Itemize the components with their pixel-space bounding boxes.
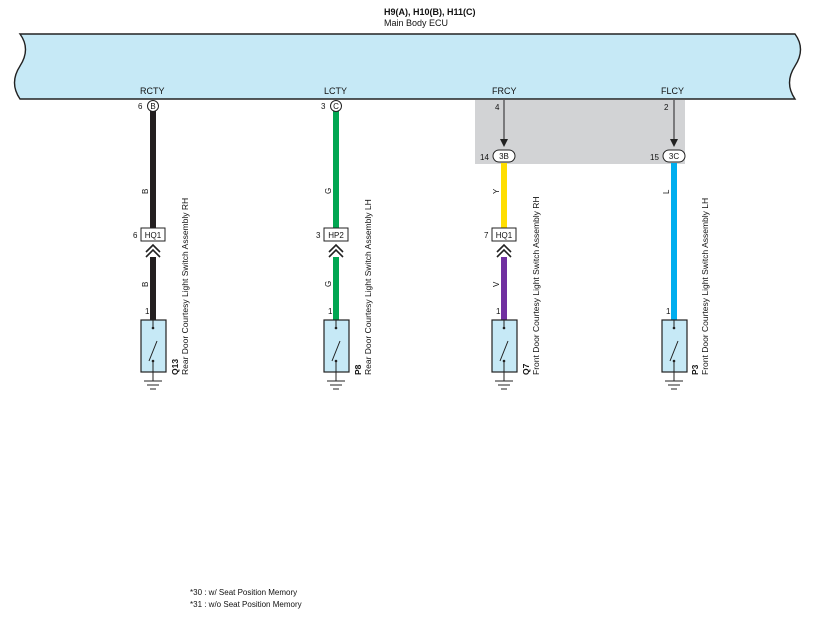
ground-icon: [495, 372, 513, 390]
junction-pin-number: 7: [484, 231, 489, 240]
junction-label: HP2: [328, 231, 344, 240]
switch-name: Rear Door Courtesy Light Switch Assembly…: [363, 199, 373, 375]
shade-connector-label: 3C: [669, 152, 679, 161]
wire-color-upper: L: [662, 189, 671, 194]
circuit-flcy: FLCY 2 15 3C L 1 P3 Front Door Courtesy …: [650, 86, 710, 390]
arrow-down-icon: [500, 139, 508, 147]
ground-icon: [327, 372, 345, 390]
footnote-no-seat-memory: *31 : w/o Seat Position Memory: [190, 600, 302, 609]
switch-contact-icon: [331, 320, 341, 372]
wire-color-lower: G: [324, 281, 333, 287]
switch-pin-number: 1: [666, 307, 671, 316]
ecu-connectors-title: H9(A), H10(B), H11(C): [384, 7, 476, 17]
terminal-label: FRCY: [492, 86, 517, 96]
ecu-connector-circle: [330, 100, 342, 112]
junction-label: HQ1: [145, 231, 162, 240]
circuit-frcy: FRCY 4 14 3B Y 7 HQ1 V 1 Q7 Front Door C…: [480, 86, 541, 390]
terminal-label: FLCY: [661, 86, 684, 96]
ecu-pin-number: 6: [138, 102, 143, 111]
switch-contact-dot: [502, 326, 506, 330]
switch-id: Q7: [521, 363, 531, 375]
arrow-down-icon: [670, 139, 678, 147]
junction-chevron-icon: [496, 243, 512, 258]
switch-contact-icon: [148, 320, 158, 372]
shade-pin-number: 15: [650, 153, 659, 162]
wire-color-lower: V: [492, 281, 501, 287]
switch-contact-dot: [672, 326, 676, 330]
switch-name: Front Door Courtesy Light Switch Assembl…: [700, 198, 710, 375]
shade-pin-number: 14: [480, 153, 489, 162]
circuit-lcty: LCTY 3 C G 3 HP2 G 1 P8 Rear Door Courte…: [316, 86, 373, 390]
switch-id: P3: [690, 364, 700, 375]
junction-pin-number: 3: [316, 231, 321, 240]
switch-contact-dot: [502, 359, 506, 363]
switch-pin-number: 1: [145, 307, 150, 316]
shade-connector-pill: [662, 149, 686, 163]
shade-connector-label: 3B: [499, 152, 509, 161]
switch-contact-dot: [334, 326, 338, 330]
ecu-connector-letter: C: [333, 102, 339, 111]
ground-icon: [144, 372, 162, 390]
terminal-label: RCTY: [140, 86, 165, 96]
circuit-rcty: RCTY 6 B B 6 HQ1 B 1 Q13 Rear Door Court…: [133, 86, 190, 390]
junction-chevron-icon: [328, 243, 344, 258]
switch-id: P8: [353, 364, 363, 375]
switch-contact-dot: [334, 359, 338, 363]
ground-icon: [665, 372, 683, 390]
switch-contact-dot: [151, 326, 155, 330]
switch-contact-dot: [672, 359, 676, 363]
ecu-connector-letter: B: [150, 102, 155, 111]
switch-pin-number: 1: [328, 307, 333, 316]
junction-connector-box: [140, 227, 166, 242]
ecu-name: Main Body ECU: [384, 18, 448, 28]
switch-name: Rear Door Courtesy Light Switch Assembly…: [180, 198, 190, 375]
ecu-body: [13, 33, 802, 100]
ecu-connector-circle: [147, 100, 159, 112]
switch-id: Q13: [170, 359, 180, 375]
junction-label: HQ1: [496, 231, 513, 240]
wire-color-upper: B: [141, 189, 150, 194]
switch-contact-dot: [151, 359, 155, 363]
switch-contact-icon: [499, 320, 509, 372]
switch-contact-icon: [669, 320, 679, 372]
switch-name: Front Door Courtesy Light Switch Assembl…: [531, 196, 541, 375]
terminal-label: LCTY: [324, 86, 347, 96]
wire-color-upper: G: [324, 188, 333, 194]
switch-pin-number: 1: [496, 307, 501, 316]
ecu-pin-number: 4: [495, 103, 500, 112]
junction-pin-number: 6: [133, 231, 138, 240]
junction-connector-box: [323, 227, 349, 242]
wire-color-lower: B: [141, 282, 150, 287]
junction-connector-box: [491, 227, 517, 242]
ecu-pin-number: 3: [321, 102, 326, 111]
junction-chevron-icon: [145, 243, 161, 258]
footnote-seat-memory: *30 : w/ Seat Position Memory: [190, 588, 297, 597]
ecu-pin-number: 2: [664, 103, 669, 112]
shade-connector-pill: [492, 149, 516, 163]
wire-color-upper: Y: [492, 188, 501, 194]
